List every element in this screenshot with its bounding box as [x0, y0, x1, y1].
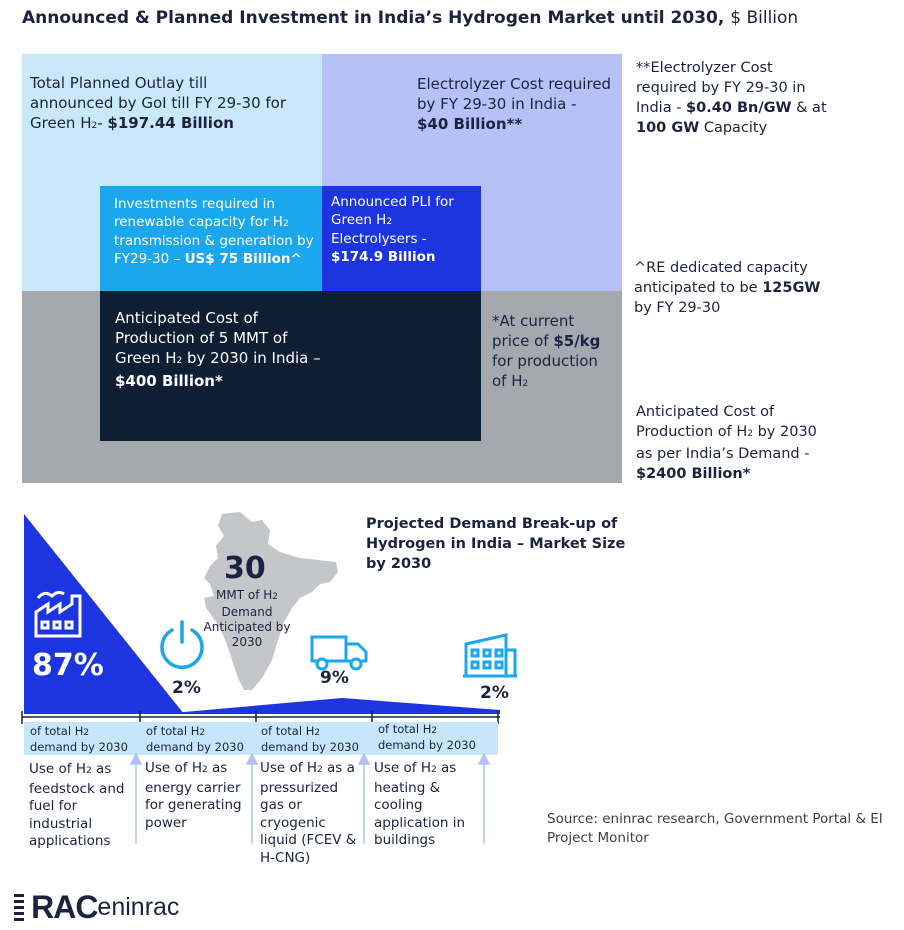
caption-bar: [24, 722, 498, 755]
use-line: fuel for: [29, 798, 78, 814]
use-line: liquid (FCEV &: [260, 832, 357, 848]
caption-power: of total H2 demand by 2030: [146, 724, 244, 754]
use-line: Use of H2 as: [145, 760, 228, 776]
power-icon: [160, 620, 204, 669]
re-capacity-note: ^RE dedicated capacity anticipated to be…: [634, 260, 821, 316]
use-line: for generating: [145, 797, 242, 813]
use-line: H-CNG): [260, 849, 311, 866]
page-title: Announced & Planned Investment in India’…: [22, 8, 798, 28]
demand-graphic: [21, 512, 500, 724]
building-icon: [463, 633, 517, 678]
use-line: Use of H2 as a: [260, 760, 355, 776]
electrolyzer-note: **Electrolyzer Cost required by FY 29-30…: [636, 60, 827, 136]
use-line: industrial: [29, 815, 93, 832]
pli-text: Announced PLI for Green H2 Electrolysers…: [331, 194, 454, 265]
use-line: power: [145, 814, 187, 831]
truck-icon: [310, 635, 368, 671]
total-outlay-text: Total Planned Outlay till announced by G…: [30, 74, 287, 132]
use-line: cryogenic: [260, 814, 326, 831]
logo-mark-icon: [14, 894, 24, 921]
share-percent-power: 2%: [172, 678, 201, 698]
share-percent-buildings: 2%: [480, 683, 509, 703]
use-line: application in: [374, 814, 466, 831]
share-percent-mobility: 9%: [320, 668, 349, 688]
use-line: heating &: [374, 779, 441, 796]
demand-cost-note: Anticipated Cost of Production of H2 by …: [636, 404, 817, 482]
logo-text-rac: RAC: [31, 889, 98, 925]
use-line: energy carrier: [145, 779, 241, 796]
use-line: feedstock and: [29, 780, 125, 797]
pointer-arrows: [129, 752, 491, 844]
caption-mobility: of total H2 demand by 2030: [261, 724, 359, 754]
electrolyzer-text: Electrolyzer Cost required by FY 29-30 i…: [417, 75, 612, 133]
production-cost-text: Anticipated Cost of Production of 5 MMT …: [115, 309, 321, 390]
share-percent-industrial: 87%: [32, 648, 104, 683]
demand-total-caption: MMT of H2 Demand Anticipated by 2030: [203, 588, 291, 649]
use-line: Use of H2 as: [374, 760, 457, 776]
use-line: cooling: [374, 797, 423, 813]
india-map: [204, 512, 338, 690]
share-mountain-small: [160, 698, 500, 714]
caption-buildings: of total H2 demand by 2030: [378, 722, 476, 752]
factory-icon: [34, 590, 82, 638]
share-triangle-87: [24, 514, 184, 714]
logo: RACeninrac: [12, 890, 179, 924]
title-main: Announced & Planned Investment in India’…: [22, 8, 725, 28]
source-note: Source: eninrac research, Government Por…: [547, 811, 883, 846]
use-line: buildings: [374, 832, 436, 848]
use-line: gas or: [260, 797, 302, 813]
pli-box: [322, 186, 481, 291]
demand-heading: Projected Demand Break-up of Hydrogen in…: [366, 516, 626, 572]
re-investment-text: Investments required in renewable capaci…: [114, 196, 314, 267]
use-line: Use of H2 as: [29, 761, 112, 777]
demand-total-value: 30: [224, 551, 266, 586]
title-unit: $ Billion: [730, 8, 799, 28]
caption-industrial: of total H2 demand by 2030: [30, 724, 128, 754]
use-line: pressurized: [260, 779, 339, 796]
use-line: applications: [29, 833, 111, 849]
logo-text-eninrac: eninrac: [97, 893, 180, 921]
production-cost-box: [100, 291, 481, 441]
re-investment-box: [100, 186, 322, 291]
current-price-text: *At current price of $5/kg for productio…: [492, 312, 601, 390]
